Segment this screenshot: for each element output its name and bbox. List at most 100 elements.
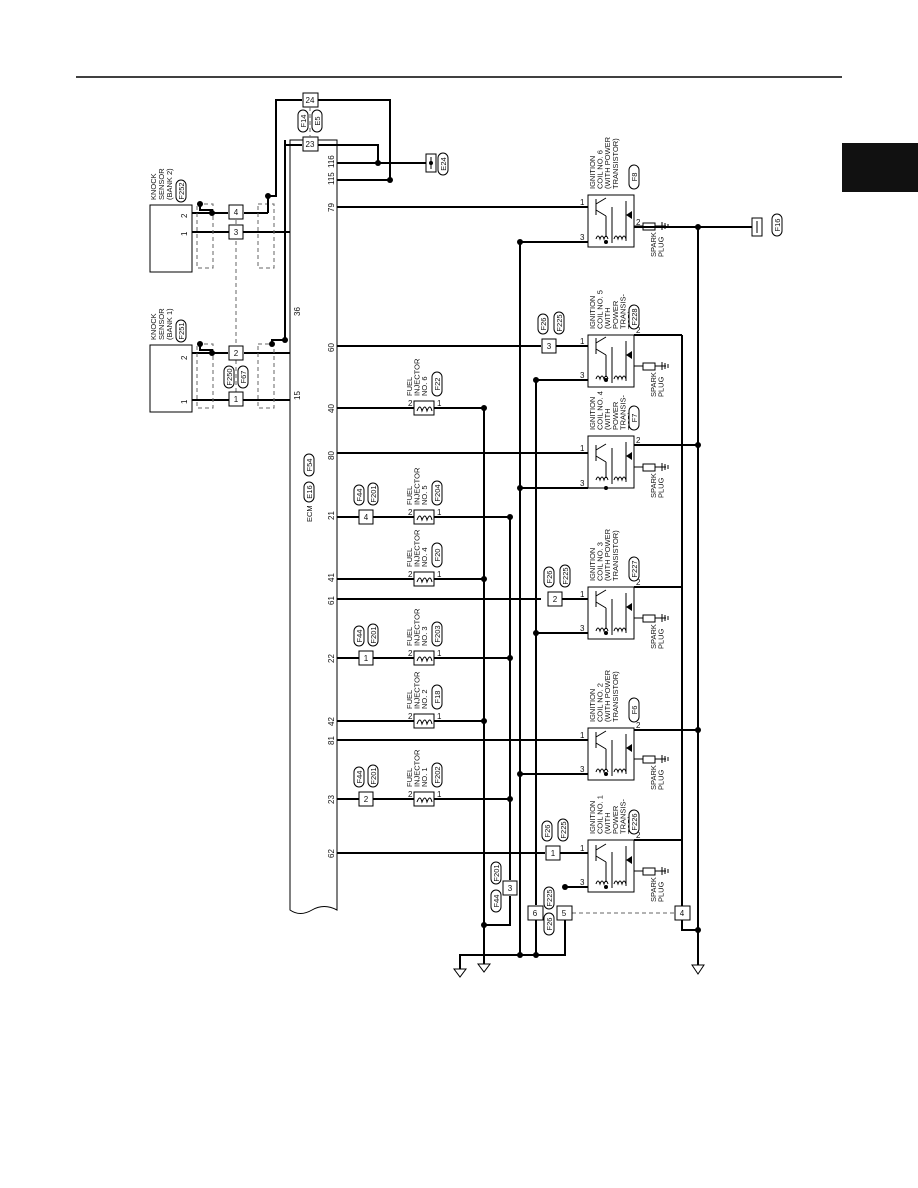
svg-text:COIL NO. 6: COIL NO. 6	[596, 150, 605, 189]
svg-text:TRANSIS-: TRANSIS-	[618, 798, 627, 834]
pin-61: 61	[327, 596, 336, 605]
svg-text:E5: E5	[313, 116, 322, 125]
svg-text:2: 2	[180, 355, 189, 360]
inj-pin-1: 1	[437, 790, 442, 799]
svg-text:2: 2	[636, 218, 641, 227]
svg-text:POWER: POWER	[611, 401, 620, 430]
inj-pin-1: 1	[437, 508, 442, 517]
ground-e24: E24	[425, 152, 449, 176]
svg-text:TRANSISTOR): TRANSISTOR)	[611, 530, 620, 581]
svg-text:2: 2	[636, 578, 641, 587]
svg-text:1: 1	[580, 198, 585, 207]
svg-text:2: 2	[636, 436, 641, 445]
pin-36: 36	[293, 307, 302, 316]
ground-f16: F16	[751, 213, 783, 237]
svg-text:F201: F201	[369, 767, 378, 784]
svg-text:2: 2	[636, 721, 641, 730]
svg-text:1: 1	[364, 654, 369, 663]
ecm-name: ECM	[305, 505, 314, 522]
pin-21: 21	[327, 511, 336, 520]
svg-text:F204: F204	[433, 484, 442, 501]
svg-text:5: 5	[562, 909, 567, 918]
side-tab	[842, 143, 918, 192]
svg-text:F227: F227	[630, 560, 639, 577]
svg-text:POWER: POWER	[611, 805, 620, 834]
svg-text:3: 3	[580, 479, 585, 488]
svg-text:F44: F44	[355, 630, 364, 643]
svg-text:FUEL: FUEL	[405, 768, 414, 787]
svg-text:NO. 2: NO. 2	[420, 689, 429, 709]
ecm-pin-labels: 15 36 115 116 79 60 40 80 21 41 61 22 42…	[293, 155, 336, 858]
svg-text:(WITH: (WITH	[603, 408, 612, 430]
svg-text:SPARK: SPARK	[649, 624, 658, 649]
svg-text:F225: F225	[555, 314, 564, 331]
svg-text:COIL NO. 5: COIL NO. 5	[596, 290, 605, 329]
coil-joint-bottom: 6 5 4 F26 F225	[527, 886, 691, 936]
svg-text:24: 24	[306, 96, 315, 105]
knock-joint: 1 2 3 4 F250 F67	[223, 204, 249, 407]
svg-text:IGNITION: IGNITION	[588, 689, 597, 722]
pin-116: 116	[327, 155, 336, 168]
svg-text:F26: F26	[543, 825, 552, 838]
inj-pin-2: 2	[408, 508, 413, 517]
svg-text:INJECTOR: INJECTOR	[413, 608, 422, 646]
ground-symbol-2	[477, 960, 491, 973]
svg-text:PLUG: PLUG	[657, 881, 666, 902]
svg-text:1: 1	[580, 337, 585, 346]
svg-text:(WITH POWER: (WITH POWER	[603, 669, 612, 722]
svg-text:2: 2	[180, 213, 189, 218]
svg-text:KNOCK: KNOCK	[149, 313, 158, 340]
knock-sensor-pins: 1 2 1 2	[180, 213, 189, 404]
svg-text:23: 23	[306, 140, 315, 149]
inj-pin-2: 2	[408, 712, 413, 721]
ecm-connector-2: F54	[305, 459, 314, 472]
inj-joint-caption: F44 F201	[353, 482, 379, 506]
fuel-injector-connector: F202	[431, 762, 443, 788]
svg-text:F201: F201	[369, 485, 378, 502]
svg-text:F44: F44	[492, 895, 501, 908]
svg-text:F44: F44	[355, 489, 364, 502]
svg-text:INJECTOR: INJECTOR	[413, 467, 422, 505]
svg-text:2: 2	[636, 831, 641, 840]
svg-text:3: 3	[580, 371, 585, 380]
pin-80: 80	[327, 451, 336, 460]
svg-text:3: 3	[580, 765, 585, 774]
svg-text:IGNITION: IGNITION	[588, 156, 597, 189]
svg-text:TRANSIS-: TRANSIS-	[618, 394, 627, 430]
svg-text:COIL NO. 2: COIL NO. 2	[596, 683, 605, 722]
svg-text:F26: F26	[545, 918, 554, 931]
svg-text:FUEL: FUEL	[405, 627, 414, 646]
inj-pin-2: 2	[408, 570, 413, 579]
ignition-coil-connector: F226	[628, 809, 640, 835]
svg-text:F7: F7	[630, 414, 639, 423]
svg-text:3: 3	[580, 878, 585, 887]
svg-text:1: 1	[180, 231, 189, 236]
svg-text:4: 4	[364, 513, 369, 522]
inj-pin-1: 1	[437, 712, 442, 721]
ecm-label: ECM E16 F54	[303, 453, 315, 522]
ignition-coil-connector: F228	[628, 304, 640, 330]
svg-text:IGNITION: IGNITION	[588, 801, 597, 834]
svg-text:2: 2	[364, 795, 369, 804]
ignition-coil-connector: F7	[628, 405, 640, 431]
svg-text:(BANK 1): (BANK 1)	[165, 308, 174, 340]
svg-text:SPARK: SPARK	[649, 372, 658, 397]
svg-text:IGNITION: IGNITION	[588, 548, 597, 581]
svg-text:F16: F16	[773, 219, 782, 232]
svg-text:F67: F67	[239, 371, 248, 384]
svg-text:KNOCK: KNOCK	[149, 173, 158, 200]
pin-115: 115	[327, 172, 336, 185]
